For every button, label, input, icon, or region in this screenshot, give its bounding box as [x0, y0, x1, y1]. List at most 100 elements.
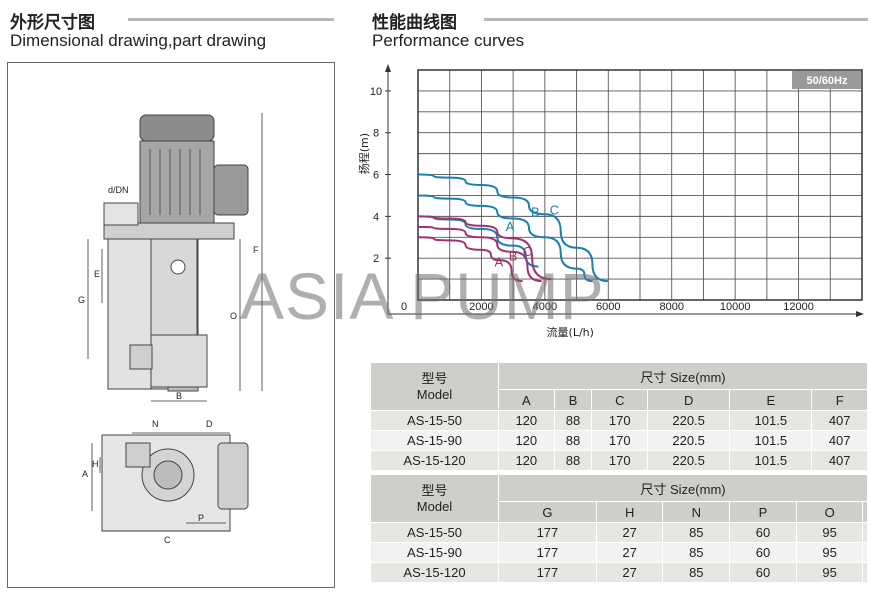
table-cell-model: AS-15-90	[370, 542, 499, 563]
table-cell-model: AS-15-50	[370, 410, 499, 431]
table-cell: 88	[553, 430, 593, 451]
drawing-title-en: Dimensional drawing,part drawing	[10, 31, 267, 50]
series-line-60hz-a	[417, 215, 539, 268]
inlet-fitting	[129, 344, 153, 370]
y-tick-label: 4	[373, 211, 379, 223]
motor-body	[139, 140, 215, 224]
y-axis-arrow	[385, 64, 391, 72]
series-line-50hz-c	[417, 215, 552, 281]
table1-col-f: F	[811, 389, 868, 411]
y-tick-label: 10	[370, 86, 382, 98]
chart-grid	[418, 70, 862, 300]
chart-axes	[385, 64, 864, 317]
dimensional-drawing-panel: d/DN G E O F B N D A H P C	[7, 62, 335, 588]
plan-dimension-lines	[91, 432, 230, 532]
curve-label: C	[550, 202, 559, 217]
table-cell: 95	[795, 522, 864, 543]
series-line-60hz-b	[417, 194, 593, 283]
table-cell: 170	[591, 430, 649, 451]
table1-col-b: B	[553, 389, 593, 411]
table1-model-header: 型号 Model	[370, 362, 499, 411]
dimensional-drawing: d/DN G E O F B N D A H P C	[78, 113, 263, 545]
x-axis-label: 流量(L/h)	[547, 325, 594, 338]
table-cell: 95	[795, 542, 864, 563]
pump-foot	[167, 386, 199, 392]
label-d: D	[206, 419, 213, 429]
x-tick-label: 4000	[533, 301, 557, 313]
table-cell: 85	[662, 562, 731, 583]
curve-label: C	[523, 244, 532, 259]
table-cell: 101.5	[729, 450, 813, 471]
label-n: N	[152, 419, 159, 429]
table-cell-model: AS-15-120	[370, 450, 499, 471]
table2-col-empty	[862, 501, 868, 523]
watermark: ASIA PUMP	[240, 259, 605, 333]
drawing-title-cn: 外形尺寸图	[10, 13, 95, 33]
table-cell: 60	[729, 542, 797, 563]
x-tick-label: 2000	[469, 301, 493, 313]
y-tick-label: 6	[373, 170, 379, 182]
label-b: B	[176, 391, 182, 401]
y-tick-label: 2	[373, 253, 379, 265]
table-cell: 95	[795, 562, 864, 583]
series-line-60hz-c	[417, 173, 609, 283]
table1-size-header: 尺寸 Size(mm)	[498, 361, 868, 391]
series-line-50hz-b	[417, 225, 542, 283]
table-cell-empty	[862, 542, 868, 563]
table-cell: 177	[498, 522, 597, 543]
table-cell: 120	[498, 410, 555, 431]
frequency-badge: 50/60Hz	[807, 75, 848, 87]
table2-model-cn: 型号	[421, 482, 448, 498]
table2-col-p: P	[729, 501, 797, 523]
table-cell-model: AS-15-90	[370, 430, 499, 451]
table-cell: 407	[811, 410, 868, 431]
frequency-badge-bg	[792, 71, 861, 89]
table2-col-h: H	[595, 501, 664, 523]
series-line-50hz-a	[417, 236, 523, 283]
outlet-fitting	[103, 202, 139, 226]
table-cell: 27	[595, 542, 664, 563]
table2-col-o: O	[795, 501, 864, 523]
curve-label: A	[506, 219, 515, 234]
table-cell: 407	[811, 450, 868, 471]
motor-fins	[149, 149, 201, 215]
table2-model-en: Model	[416, 498, 453, 514]
table-cell: 101.5	[729, 430, 813, 451]
table2-col-n: N	[662, 501, 731, 523]
label-f: F	[253, 245, 259, 255]
table-cell: 120	[498, 450, 555, 471]
table-cell: 88	[553, 450, 593, 471]
table2-model-header: 型号 Model	[370, 474, 499, 523]
label-e: E	[94, 269, 100, 279]
curve-label: A	[495, 255, 504, 270]
performance-title-cn: 性能曲线图	[372, 13, 457, 33]
table-cell: 170	[591, 450, 649, 471]
label-h: H	[92, 459, 99, 469]
curve-label: B	[509, 248, 518, 263]
table1-col-a: A	[498, 389, 555, 411]
y-tick-label: 8	[373, 128, 379, 140]
x-tick-label: 10000	[720, 301, 751, 313]
table-cell: 60	[729, 522, 797, 543]
y-axis-label: 扬程(m)	[357, 133, 371, 174]
table-cell: 407	[811, 430, 868, 451]
plan-view-terminal	[217, 442, 249, 510]
table-cell: 60	[729, 562, 797, 583]
table-cell: 220.5	[647, 450, 731, 471]
table-cell: 177	[498, 542, 597, 563]
dimension-lines	[87, 113, 263, 402]
table-cell: 85	[662, 522, 731, 543]
table-cell: 220.5	[647, 410, 731, 431]
table2-col-g: G	[498, 501, 597, 523]
plan-view-hub	[153, 460, 183, 490]
plot-frame	[417, 69, 863, 301]
table-cell: 85	[662, 542, 731, 563]
table1-col-e: E	[729, 389, 813, 411]
table2-size-header: 尺寸 Size(mm)	[498, 473, 868, 503]
